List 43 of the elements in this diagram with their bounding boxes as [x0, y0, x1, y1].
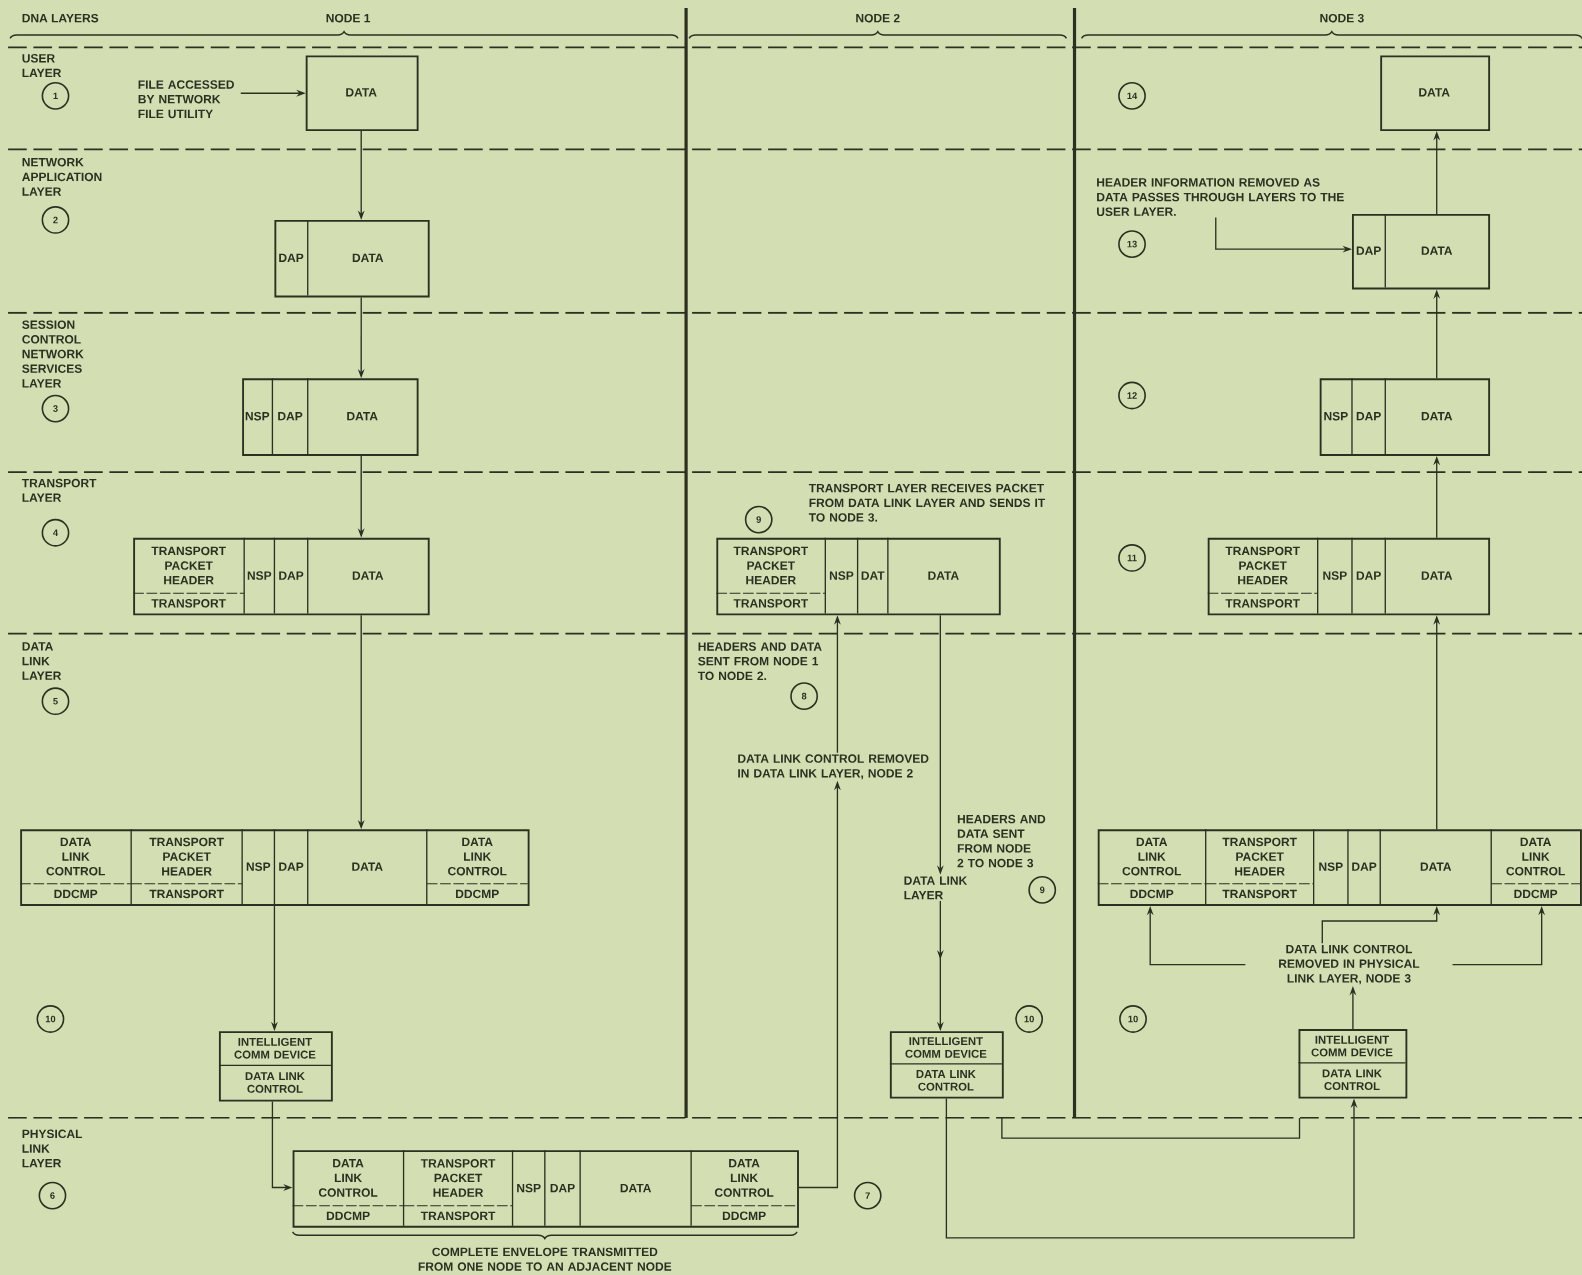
callout-number: 1: [41, 81, 70, 110]
column-heading: DNA LAYERS: [22, 13, 99, 23]
callout-number: 12: [1118, 381, 1146, 410]
packet-box: DATA LINK CONTROL DDCMP TRANSPORT PACKET HEADER TRANSPORT NSP DAP DATA DATA LINK CONTROL DDCMP: [1097, 828, 1582, 906]
callout-number: 10: [1119, 1004, 1147, 1033]
annotation-text: DATA LINK CONTROL REMOVED IN PHYSICAL LINK LAYER, NODE 3: [1279, 944, 1420, 985]
callout-number: 9: [1028, 875, 1057, 904]
column-heading: NODE 2: [856, 13, 900, 23]
callout-number: 10: [1015, 1004, 1044, 1033]
packet-box: TRANSPORT PACKET HEADER TRANSPORT NSP DAP DATA: [1207, 536, 1491, 616]
callout-number: 9: [744, 505, 773, 534]
column-heading: NODE 1: [326, 13, 371, 23]
packet-box: DATA LINK CONTROL DDCMP TRANSPORT PACKET HEADER TRANSPORT NSP DAP DATA DATA LINK CONTROL DDCMP: [19, 828, 530, 906]
annotation-text: TRANSPORT LAYER RECEIVES PACKET FROM DATA LINK LAYER AND SENDS IT TO NODE 3.: [808, 483, 1046, 522]
callout-number: 5: [41, 687, 70, 715]
packet-box: NSP DAP DATA: [1319, 377, 1491, 456]
packet-box: NSP DAP DATA: [242, 377, 419, 456]
caption-text: COMPLETE ENVELOPE TRANSMITTED FROM ONE NODE TO AN ADJACENT NODE: [418, 1247, 672, 1271]
callout-number: 8: [790, 682, 819, 710]
callout-number: 10: [36, 1004, 65, 1033]
callout-number: 3: [41, 394, 70, 423]
device-box: INTELLIGENT COMM DEVICE DATA LINK CONTROL: [218, 1031, 333, 1102]
callout-number: 7: [853, 1181, 882, 1210]
callout-number: 6: [38, 1181, 67, 1210]
callout-number: 4: [41, 518, 70, 547]
annotation-text: DATA LINK LAYER: [904, 876, 968, 900]
device-box: INTELLIGENT COMM DEVICE DATA LINK CONTROL: [1297, 1028, 1408, 1099]
packet-box: TRANSPORT PACKET HEADER TRANSPORT NSP DAP DATA: [132, 536, 430, 616]
annotation-text: HEADER INFORMATION REMOVED AS DATA PASSES THROUGH LAYERS TO THE USER LAYER.: [1097, 178, 1344, 216]
callout-number: 11: [1118, 543, 1146, 572]
annotation-text: FILE ACCESSED BY NETWORK FILE UTILITY: [138, 80, 234, 118]
packet-box: DAP DATA: [274, 219, 430, 298]
callout-number: 14: [1118, 81, 1146, 110]
packet-box: TRANSPORT PACKET HEADER TRANSPORT NSP DAT DATA: [715, 536, 1001, 616]
device-box: INTELLIGENT COMM DEVICE DATA LINK CONTROL: [889, 1031, 1004, 1099]
packet-box: DATA: [1380, 55, 1491, 131]
packet-box: DATA LINK CONTROL DDCMP TRANSPORT PACKET HEADER TRANSPORT NSP DAP DATA DATA LINK CONTROL DDCMP: [292, 1149, 799, 1228]
annotation-text: DATA LINK CONTROL REMOVED IN DATA LINK LAYER, NODE 2: [738, 754, 929, 780]
packet-box: DATA: [305, 55, 419, 131]
packet-box: DAP DATA: [1352, 213, 1491, 290]
callout-number: 2: [41, 205, 70, 234]
callout-number: 13: [1118, 230, 1146, 258]
column-heading: NODE 3: [1320, 13, 1364, 23]
